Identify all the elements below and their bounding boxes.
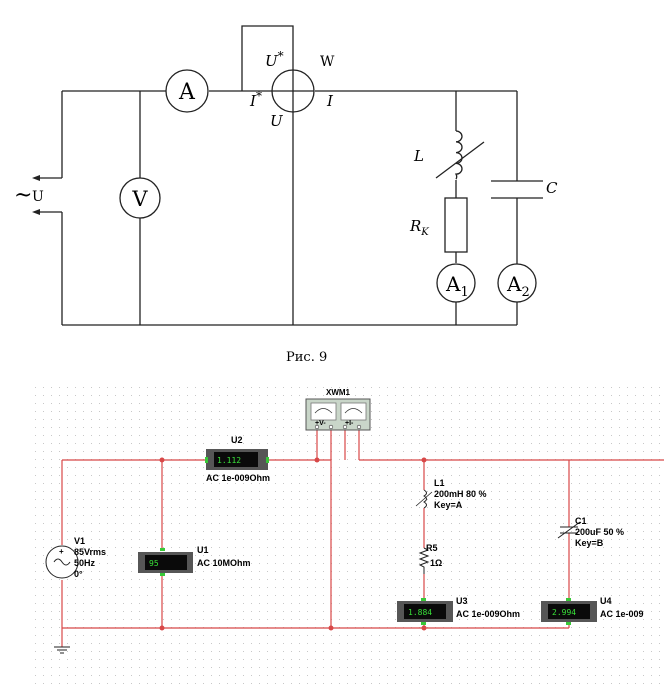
resistor-r5-value: 1Ω xyxy=(430,558,442,568)
meter-u1-ref: U1 xyxy=(197,545,209,555)
meter-u3-ref: U3 xyxy=(456,596,468,606)
simulation-schematic: XWM1 +V- +I- 1.112 U2 AC 1e-009Ohm 95 U1… xyxy=(28,385,664,688)
meter-u3-reading: 1.884 xyxy=(408,608,432,617)
meter-u4-reading: 2.994 xyxy=(552,608,576,617)
inductor-label: L xyxy=(413,147,424,165)
capacitor-c1-value: 200uF 50 % xyxy=(575,527,624,537)
resistor-label: RK xyxy=(409,217,429,238)
source-v1-sine xyxy=(53,558,71,566)
source-v1-freq: 50Hz xyxy=(74,558,96,568)
inductor-variable-arrow xyxy=(435,141,485,179)
inductor-coil xyxy=(454,130,463,180)
meter-u2-mode: AC 1e-009Ohm xyxy=(206,473,270,483)
meter-u4-ref: U4 xyxy=(600,596,612,606)
capacitor-label: C xyxy=(546,179,558,197)
source-v1-plus: + xyxy=(59,547,64,556)
ammeter-a2-circle xyxy=(497,263,537,303)
wattmeter-u-star: U* xyxy=(265,49,284,70)
figure-caption: Рис. 9 xyxy=(286,350,327,365)
meter-u4[interactable] xyxy=(541,598,597,625)
capacitor-c1-ref: C1 xyxy=(575,516,587,526)
meter-u3-mode: AC 1e-009Ohm xyxy=(456,609,520,619)
wattmeter-u-label: U xyxy=(270,112,284,130)
source-tilde: ~ xyxy=(14,183,32,208)
source-v1-voltage: 85Vrms xyxy=(74,547,106,557)
sim-junctions xyxy=(159,457,427,631)
wattmeter-i-label: I xyxy=(326,92,334,110)
inductor-l1-key: Key=A xyxy=(434,500,463,510)
voltmeter-v-label: V xyxy=(131,187,148,211)
schematic-wires xyxy=(38,25,543,326)
meter-u3[interactable] xyxy=(397,598,453,625)
inductor-l1-ref: L1 xyxy=(434,478,445,488)
ground-symbol xyxy=(54,646,70,654)
ammeter-a2-label: A2 xyxy=(506,272,530,300)
wattmeter-w-label: W xyxy=(320,54,335,70)
meter-u2-reading: 1.112 xyxy=(217,456,241,465)
inductor-l1-value: 200mH 80 % xyxy=(434,489,487,499)
resistor-r5[interactable] xyxy=(418,547,430,574)
ammeter-a1-circle xyxy=(436,263,476,303)
sim-wires xyxy=(61,425,664,647)
ammeter-a-label: A xyxy=(178,80,196,105)
meter-u4-mode: AC 1e-009 xyxy=(600,609,644,619)
voltmeter-v-circle xyxy=(119,177,161,219)
ammeter-a-circle xyxy=(165,69,209,113)
source-v1-phase: 0° xyxy=(74,569,83,579)
inductor-l1[interactable] xyxy=(423,489,427,509)
capacitor-c1-key: Key=B xyxy=(575,538,604,548)
source-u-label: U xyxy=(32,189,44,205)
ammeter-a1-label: A1 xyxy=(445,272,469,300)
source-v1-ref: V1 xyxy=(74,536,85,546)
wattmeter-v-terminals: +V- xyxy=(315,420,326,427)
wattmeter-ref: XWM1 xyxy=(326,388,351,397)
wattmeter-xwm1[interactable] xyxy=(305,398,371,431)
meter-u1-mode: AC 10MOhm xyxy=(197,558,251,568)
wattmeter-i-terminals: +I- xyxy=(345,420,354,427)
meter-u2-ref: U2 xyxy=(231,435,243,445)
meter-u2[interactable] xyxy=(205,449,269,470)
theory-schematic: A V U* W I* I U L RK C A1 A2 ~ U Рис. 9 xyxy=(14,25,558,365)
grid-background xyxy=(28,385,664,688)
meter-u1[interactable] xyxy=(138,548,193,576)
capacitor-c1[interactable] xyxy=(557,521,581,539)
wattmeter-i-star: I* xyxy=(249,89,262,110)
meter-u1-reading: 95 xyxy=(149,559,159,568)
resistor-r5-ref: R5 xyxy=(426,543,438,553)
resistor-rk xyxy=(444,197,468,253)
